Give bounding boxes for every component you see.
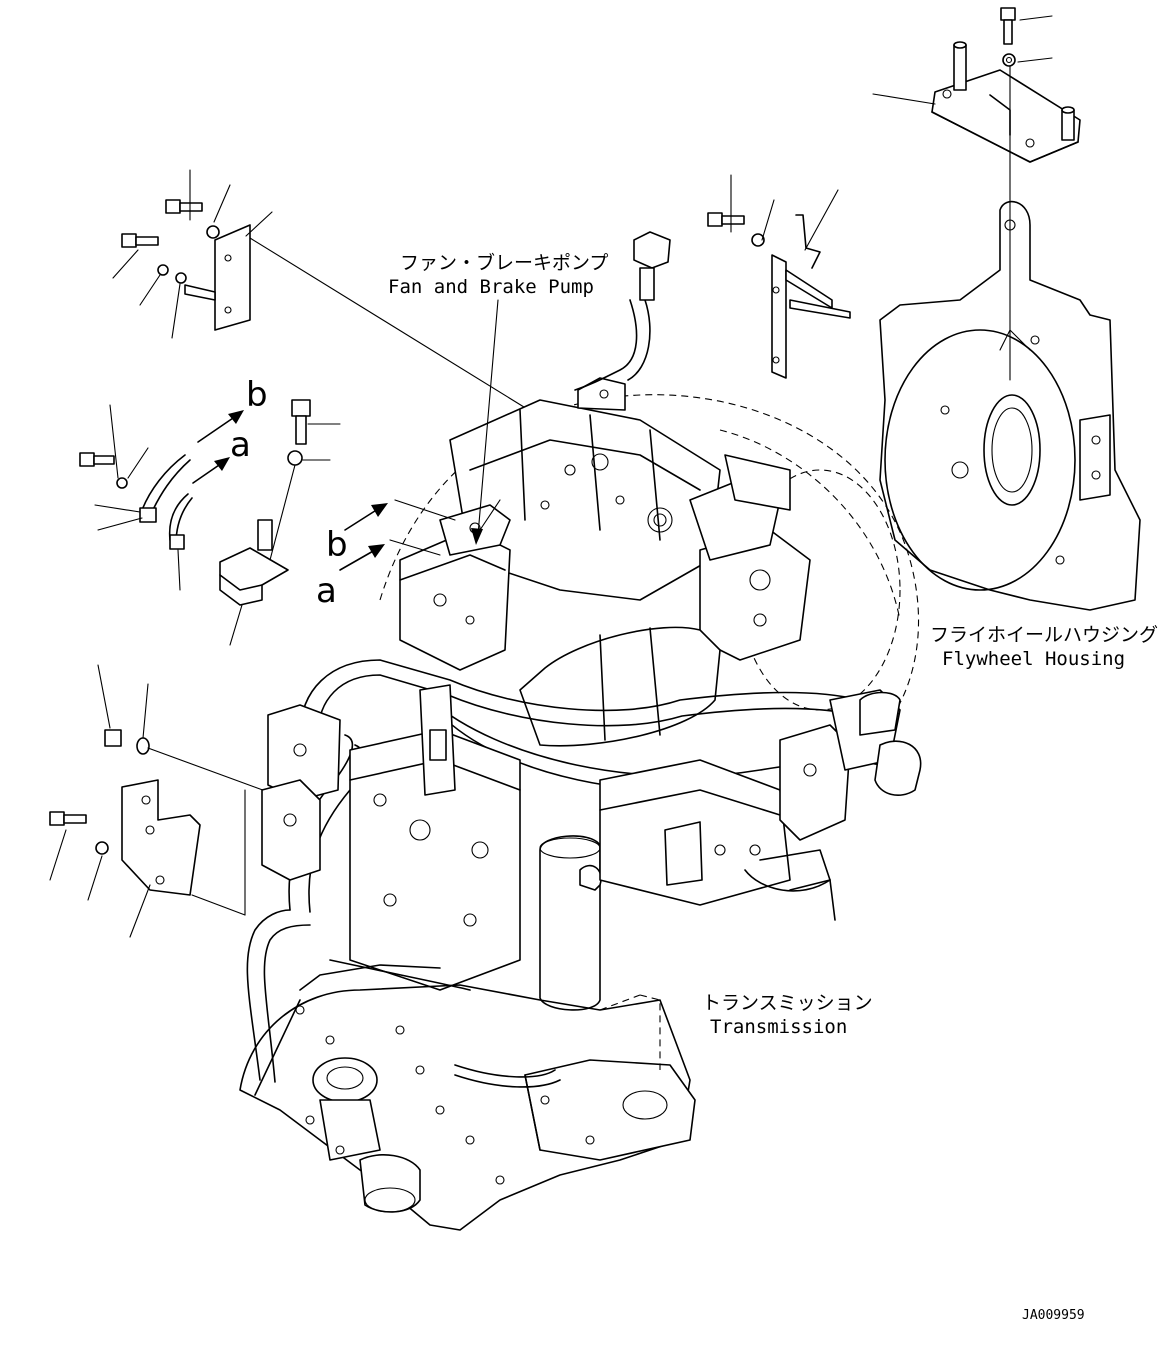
arrow-mark-b-main: b <box>326 525 348 565</box>
sensor-assembly <box>79 399 311 606</box>
transmission-label-en: Transmission <box>710 1016 848 1038</box>
top-mounting-plate <box>931 41 1081 381</box>
left-bracket <box>121 199 251 331</box>
fan-brake-pump-label-jp: ファン・ブレーキポンプ <box>400 252 609 274</box>
arrow-mark-a-left: a <box>230 425 251 465</box>
top-bolt <box>1000 7 1016 67</box>
arrow-mark-b-left: b <box>246 375 268 415</box>
drawing-number: JA009959 <box>1022 1308 1085 1323</box>
flywheel-housing-label-en: Flywheel Housing <box>942 648 1126 670</box>
flywheel-housing <box>879 200 1141 611</box>
fan-brake-pump-label-en: Fan and Brake Pump <box>388 276 594 298</box>
arrow-mark-a-main: a <box>316 571 337 611</box>
transmission-label-jp: トランスミッション <box>702 992 873 1014</box>
main-assembly <box>239 231 922 1231</box>
flywheel-housing-label-jp: フライホイールハウジング <box>930 624 1159 646</box>
lower-left-bracket <box>49 729 201 896</box>
mid-bracket <box>707 212 851 379</box>
